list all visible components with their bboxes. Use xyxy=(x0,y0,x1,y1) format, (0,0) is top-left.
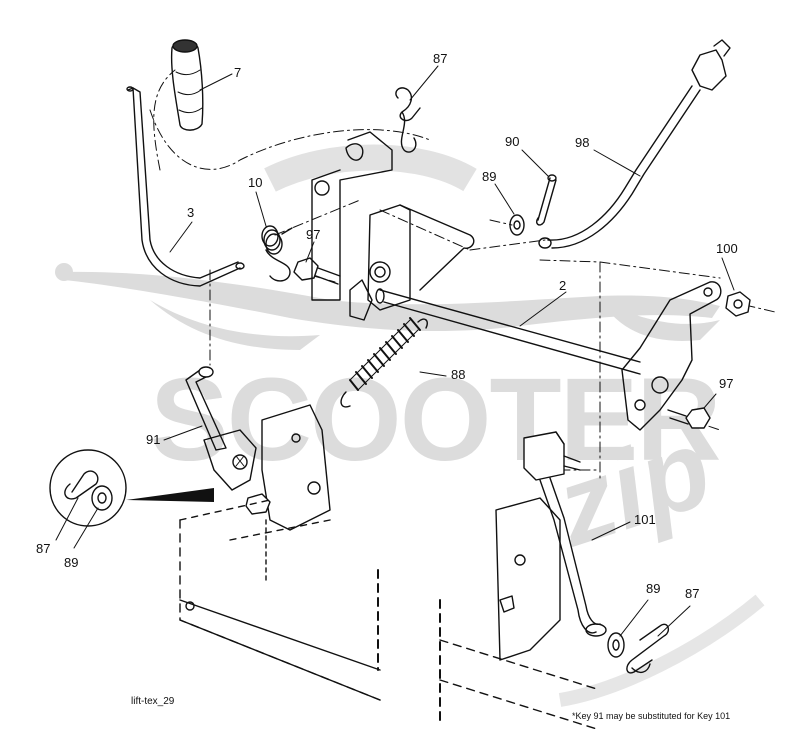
part-7-grip xyxy=(170,39,204,131)
callout-3: 3 xyxy=(187,205,195,220)
part-101-link-rod xyxy=(523,431,607,637)
part-3-lift-handle xyxy=(126,86,245,287)
part-89-washer-bottom xyxy=(607,632,625,658)
right-lift-arm xyxy=(621,281,722,431)
mower-deck-left xyxy=(179,499,381,701)
part-98-link-rod xyxy=(538,39,731,249)
callout-89-bottom: 89 xyxy=(646,581,661,596)
callout-98: 98 xyxy=(575,135,590,150)
part-2-lift-shaft xyxy=(375,288,641,375)
callout-97-top: 97 xyxy=(306,227,321,242)
watermark: SCOOTER zip xyxy=(55,144,765,707)
callout-87-bottom: 87 xyxy=(685,586,700,601)
callout-100: 100 xyxy=(716,241,738,256)
part-87-hairpin-bottom xyxy=(626,623,670,674)
watermark-brand-text: SCOOTER xyxy=(150,354,720,486)
mower-deck-right xyxy=(439,497,601,731)
leader-lines xyxy=(55,65,735,637)
part-100-nut xyxy=(725,291,751,317)
part-90-clip xyxy=(535,174,557,226)
callout-91: 91 xyxy=(146,432,161,447)
left-hanger-bracket xyxy=(245,404,331,531)
callout-90: 90 xyxy=(505,134,520,149)
detail-inset xyxy=(49,449,214,527)
part-97-bolt-top xyxy=(293,257,341,285)
part-89-washer-top xyxy=(509,214,525,236)
footnote: *Key 91 may be substituted for Key 101 xyxy=(572,711,731,721)
diagram-id-label: lift-tex_29 xyxy=(131,696,175,707)
callout-89-detail: 89 xyxy=(64,555,79,570)
callout-88: 88 xyxy=(451,367,466,382)
callout-87-detail: 87 xyxy=(36,541,51,556)
callout-2: 2 xyxy=(559,278,567,293)
part-10-torsion-spring xyxy=(261,225,293,282)
callout-87-top: 87 xyxy=(433,51,448,66)
center-bracket xyxy=(311,131,475,321)
callout-7: 7 xyxy=(234,65,242,80)
callout-97-right: 97 xyxy=(719,376,734,391)
part-88-extension-spring xyxy=(340,317,428,408)
part-91-lift-link xyxy=(185,366,257,491)
callout-10: 10 xyxy=(248,175,263,190)
callout-89-top: 89 xyxy=(482,169,497,184)
callout-101: 101 xyxy=(634,512,656,527)
part-87-hairpin-top xyxy=(395,87,421,153)
